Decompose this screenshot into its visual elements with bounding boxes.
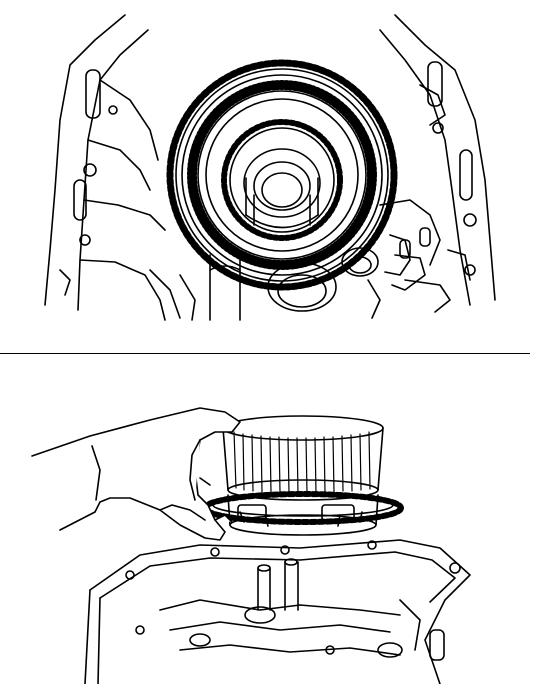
lower-bores (180, 248, 378, 320)
figure-separator (0, 353, 530, 354)
gear-assembly (170, 63, 394, 287)
outer-gear-teeth (170, 63, 394, 287)
clutch-drum (205, 416, 401, 535)
center-hub (244, 149, 320, 217)
inner-spline-gear (224, 122, 340, 238)
hand-lifting-drum-drawing (0, 356, 560, 684)
left-case-outline (45, 15, 180, 320)
drum-ribs (234, 432, 370, 493)
hand-and-arm (32, 408, 240, 540)
transmission-case (85, 540, 470, 684)
clutch-plate-ring (192, 85, 372, 265)
gear-assembly-drawing (0, 0, 560, 340)
right-case-outline (368, 15, 495, 318)
